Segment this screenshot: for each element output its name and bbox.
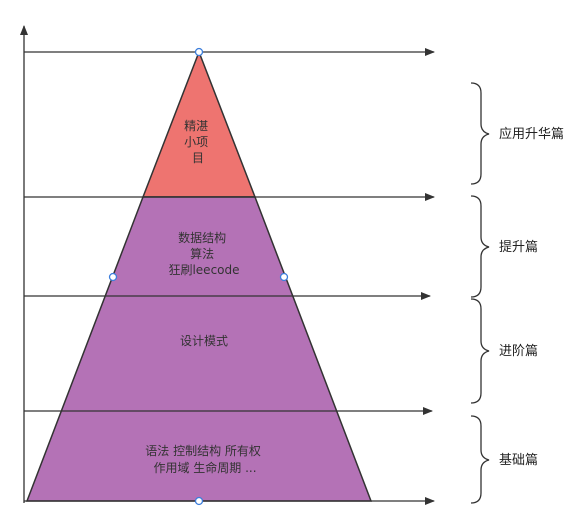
bracket-label-improvement: 提升篇 [499, 239, 538, 255]
bracket-intermediate [470, 298, 490, 404]
bracket-basics [470, 415, 490, 504]
bracket-label-basics: 基础篇 [499, 453, 538, 468]
selection-handle[interactable] [194, 47, 204, 57]
bracket-label-application: 应用升华篇 [499, 126, 564, 142]
bracket-improvement [470, 195, 490, 298]
tier-label-intermediate: 设计模式 [180, 334, 228, 348]
bracket-application [470, 82, 490, 185]
tier-label-advanced: 数据结构 算法 狂刷leecode [168, 230, 239, 277]
tier-label-expert: 精湛 小项 目 [184, 119, 212, 165]
selection-handle[interactable] [279, 272, 289, 282]
selection-handle[interactable] [108, 272, 118, 282]
tier-label-basics: 语法 控制结构 所有权 作用域 生命周期 ... [145, 443, 264, 475]
bracket-label-intermediate: 进阶篇 [499, 344, 538, 359]
selection-handle[interactable] [194, 496, 204, 506]
